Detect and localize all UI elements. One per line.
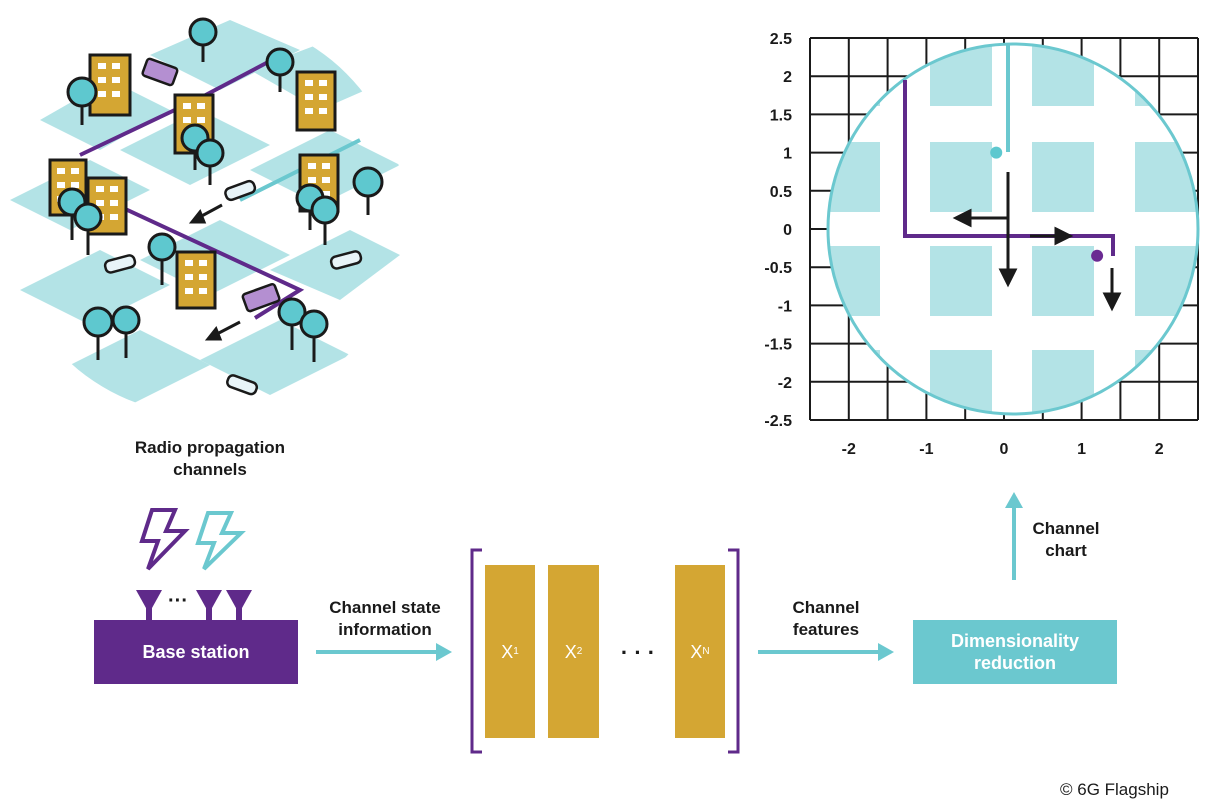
vehicles [103,57,363,396]
y-tick-label: 0 [783,222,792,239]
city-illustration [10,17,400,405]
x-tick-label: -2 [842,441,856,458]
y-tick-label: -2.5 [764,413,792,430]
y-tick-label: -1.5 [764,337,792,354]
chart-movement-arrows [952,172,1122,312]
features-label: Channel features [766,597,886,641]
base-station-box: Base station [94,620,298,684]
chart-zoom-circle [828,44,1198,414]
y-tick-label: 2 [783,69,792,86]
dimensionality-reduction-box: Dimensionality reduction [913,620,1117,684]
x-tick-label: 0 [1000,441,1009,458]
features-line-2: features [792,620,860,639]
y-tick-label: -2 [778,375,792,392]
antenna-icon [136,590,252,621]
y-tick-label: 0.5 [770,184,792,201]
base-station-label: Base station [142,642,250,662]
zoom-circle-outline [826,42,1200,416]
y-tick-label: -1 [778,298,792,315]
caption-line-2: channels [173,460,247,479]
y-tick-label: 2.5 [770,31,792,48]
y-tick-label: 1 [783,146,792,163]
chart-point [990,146,1003,159]
radio-propagation-caption: Radio propagation channels [100,437,320,481]
antennas [136,590,252,621]
chart-points [990,146,1104,262]
arrow-features [758,643,894,661]
y-tick-label: 1.5 [770,107,792,124]
channel-chart-line-1: Channel [1032,519,1100,538]
caption-line-1: Radio propagation [134,438,286,457]
reduction-line-2: reduction [973,653,1056,673]
feature-xn-letter: X [690,641,703,662]
channel-chart: 2.5 2 1.5 1 0.5 0 -0.5 -1 -1.5 -2 -2.5 -2 -1 0 1 2 [764,31,1200,458]
y-tick-label: -0.5 [764,260,792,277]
arrow-chart [1005,492,1023,580]
lightning-icon-purple [139,508,190,571]
x-tick-label: 2 [1155,441,1164,458]
lightning-icon-teal [195,511,246,571]
csi-line-1: Channel state [329,598,441,617]
channel-chart-line-2: chart [1045,541,1087,560]
csi-line-2: information [338,620,432,639]
x-tick-label: -1 [919,441,933,458]
arrow-csi [316,643,452,661]
signal-bolts [139,508,246,571]
features-line-1: Channel [792,598,860,617]
reduction-line-1: Dimensionality [950,631,1080,651]
trees [57,17,384,362]
antenna-ellipsis: ··· [168,590,188,612]
chart-point [1091,249,1104,262]
feature-brackets [470,548,740,754]
feature-x1-sub: 1 [513,645,519,657]
csi-label: Channel state information [300,597,470,641]
channel-chart-label: Channel chart [1016,518,1116,562]
feature-x2-sub: 2 [576,645,583,657]
movement-arrows [188,203,241,341]
feature-x2-letter: X [564,641,577,662]
feature-xn-sub: N [702,645,710,657]
copyright: © 6G Flagship [1060,780,1169,799]
feature-dots: · · · [620,640,656,665]
feature-x1-letter: X [501,641,514,662]
x-tick-label: 1 [1077,441,1086,458]
